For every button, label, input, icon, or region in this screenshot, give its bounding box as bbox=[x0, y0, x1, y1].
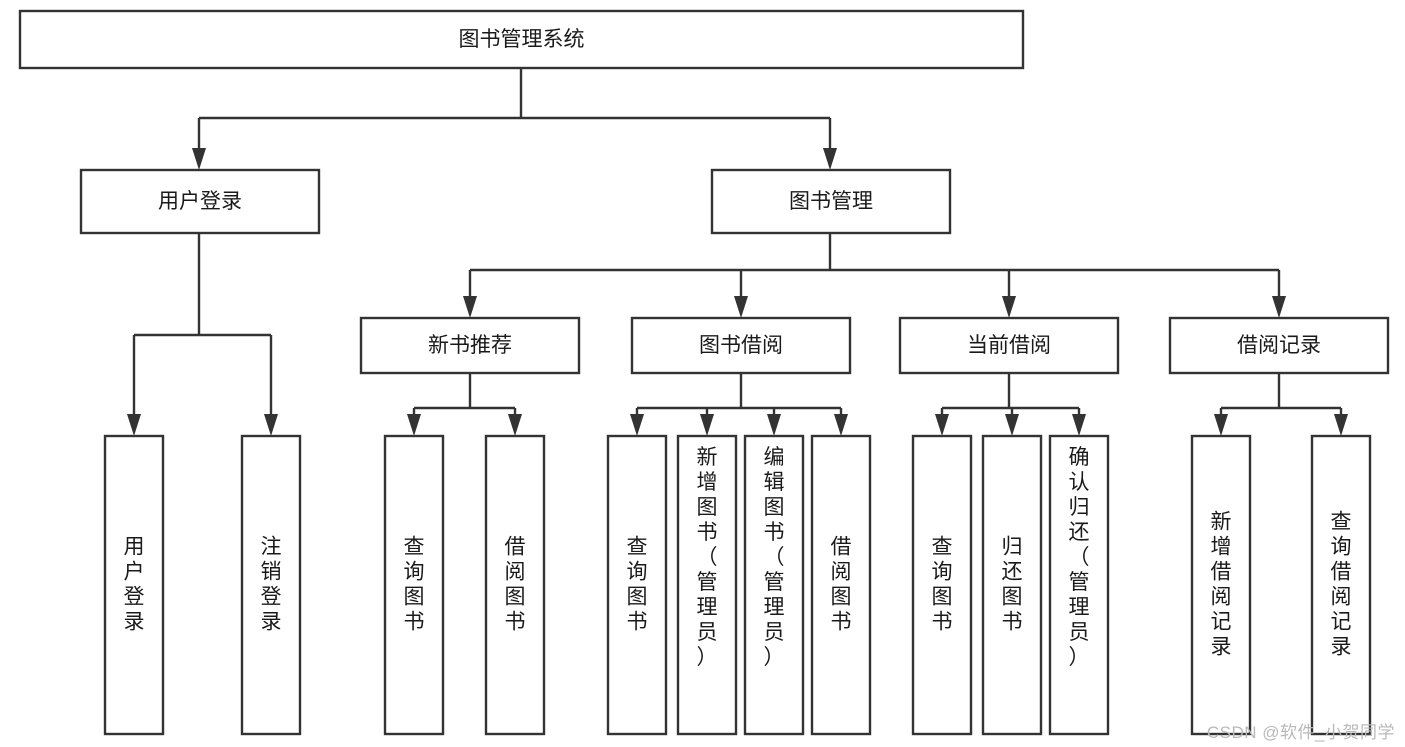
node-box-leaf-borrow-book-2[interactable] bbox=[810, 434, 872, 736]
connectors-layer bbox=[127, 68, 1348, 436]
level2-drop-2-arrowhead-icon bbox=[1002, 296, 1016, 318]
borrow-record-drop-0-arrowhead-icon bbox=[1214, 414, 1228, 436]
node-box-leaf-logout-login[interactable] bbox=[240, 434, 302, 736]
node-leaf-add-book-admin[interactable]: 新增图书（管理员） bbox=[676, 434, 738, 736]
node-label-book-management: 图书管理 bbox=[789, 190, 873, 213]
current-borrow-drop-2-arrowhead-icon bbox=[1072, 414, 1086, 436]
node-label-leaf-query-book-2: 查询图书 bbox=[627, 535, 648, 633]
node-label-leaf-confirm-return-admin: 确认归还（管理员） bbox=[1069, 446, 1090, 669]
node-box-borrow-record[interactable] bbox=[1168, 316, 1390, 375]
node-leaf-borrow-book-2[interactable]: 借阅图书 bbox=[810, 434, 872, 736]
book-borrow-drop-0-arrowhead-icon bbox=[630, 414, 644, 436]
node-label-leaf-add-book-admin: 新增图书（管理员） bbox=[697, 446, 718, 669]
level2-drop-3-arrowhead-icon bbox=[1272, 296, 1286, 318]
node-label-current-borrow: 当前借阅 bbox=[967, 334, 1051, 357]
level1-drop-1-arrowhead-icon bbox=[823, 148, 837, 170]
node-leaf-user-login[interactable]: 用户登录 bbox=[103, 434, 165, 736]
node-leaf-logout-login[interactable]: 注销登录 bbox=[240, 434, 302, 736]
level2-drop-0-arrowhead-icon bbox=[463, 296, 477, 318]
node-leaf-edit-book-admin[interactable]: 编辑图书（管理员） bbox=[743, 434, 805, 736]
new-book-recommend-drop-1-arrowhead-icon bbox=[508, 414, 522, 436]
node-box-leaf-confirm-return-admin[interactable] bbox=[1048, 434, 1110, 736]
node-leaf-borrow-book-1[interactable]: 借阅图书 bbox=[484, 434, 546, 736]
user-login-drop-1-arrowhead-icon bbox=[264, 414, 278, 436]
node-label-new-book-recommend: 新书推荐 bbox=[428, 334, 512, 357]
node-new-book-recommend[interactable]: 新书推荐 bbox=[359, 316, 581, 375]
node-box-leaf-edit-book-admin[interactable] bbox=[743, 434, 805, 736]
node-borrow-record[interactable]: 借阅记录 bbox=[1168, 316, 1390, 375]
node-leaf-confirm-return-admin[interactable]: 确认归还（管理员） bbox=[1048, 434, 1110, 736]
node-box-leaf-query-borrow-record[interactable] bbox=[1310, 434, 1372, 736]
node-leaf-query-borrow-record[interactable]: 查询借阅记录 bbox=[1310, 434, 1372, 736]
node-label-leaf-query-book-3: 查询图书 bbox=[932, 535, 953, 633]
node-label-user-login: 用户登录 bbox=[158, 190, 242, 213]
node-leaf-return-book[interactable]: 归还图书 bbox=[981, 434, 1043, 736]
user-login-drop-0-arrowhead-icon bbox=[127, 414, 141, 436]
node-box-leaf-user-login[interactable] bbox=[103, 434, 165, 736]
level2-drop-1-arrowhead-icon bbox=[734, 296, 748, 318]
node-box-new-book-recommend[interactable] bbox=[359, 316, 581, 375]
node-label-root: 图书管理系统 bbox=[459, 28, 585, 51]
node-label-leaf-borrow-book-2: 借阅图书 bbox=[831, 535, 852, 633]
node-label-leaf-add-borrow-record: 新增借阅记录 bbox=[1211, 510, 1232, 658]
node-box-leaf-borrow-book-1[interactable] bbox=[484, 434, 546, 736]
node-label-leaf-user-login: 用户登录 bbox=[124, 535, 145, 633]
current-borrow-drop-1-arrowhead-icon bbox=[1005, 414, 1019, 436]
node-label-leaf-return-book: 归还图书 bbox=[1002, 535, 1023, 633]
book-borrow-drop-1-arrowhead-icon bbox=[700, 414, 714, 436]
node-label-leaf-logout-login: 注销登录 bbox=[261, 535, 282, 633]
node-label-book-borrow: 图书借阅 bbox=[699, 334, 783, 357]
current-borrow-drop-0-arrowhead-icon bbox=[935, 414, 949, 436]
node-label-leaf-query-borrow-record: 查询借阅记录 bbox=[1331, 510, 1352, 658]
nodes-layer: 图书管理系统用户登录图书管理新书推荐图书借阅当前借阅借阅记录用户登录注销登录查询… bbox=[18, 9, 1390, 736]
node-box-book-borrow[interactable] bbox=[630, 316, 852, 375]
node-box-leaf-query-book-1[interactable] bbox=[383, 434, 445, 736]
node-box-current-borrow[interactable] bbox=[898, 316, 1120, 375]
node-label-leaf-borrow-book-1: 借阅图书 bbox=[505, 535, 526, 633]
node-label-leaf-query-book-1: 查询图书 bbox=[404, 535, 425, 633]
node-user-login[interactable]: 用户登录 bbox=[79, 168, 321, 235]
node-box-root[interactable] bbox=[18, 9, 1025, 70]
book-borrow-drop-3-arrowhead-icon bbox=[834, 414, 848, 436]
node-box-leaf-add-book-admin[interactable] bbox=[676, 434, 738, 736]
node-box-leaf-query-book-2[interactable] bbox=[606, 434, 668, 736]
node-label-leaf-edit-book-admin: 编辑图书（管理员） bbox=[764, 446, 785, 669]
new-book-recommend-drop-0-arrowhead-icon bbox=[407, 414, 421, 436]
node-book-management[interactable]: 图书管理 bbox=[710, 168, 952, 235]
node-box-book-management[interactable] bbox=[710, 168, 952, 235]
node-book-borrow[interactable]: 图书借阅 bbox=[630, 316, 852, 375]
book-borrow-drop-2-arrowhead-icon bbox=[767, 414, 781, 436]
node-leaf-query-book-3[interactable]: 查询图书 bbox=[911, 434, 973, 736]
node-label-borrow-record: 借阅记录 bbox=[1237, 334, 1321, 357]
node-root[interactable]: 图书管理系统 bbox=[18, 9, 1025, 70]
node-box-user-login[interactable] bbox=[79, 168, 321, 235]
node-leaf-add-borrow-record[interactable]: 新增借阅记录 bbox=[1190, 434, 1252, 736]
borrow-record-drop-1-arrowhead-icon bbox=[1334, 414, 1348, 436]
node-leaf-query-book-2[interactable]: 查询图书 bbox=[606, 434, 668, 736]
node-current-borrow[interactable]: 当前借阅 bbox=[898, 316, 1120, 375]
level1-drop-0-arrowhead-icon bbox=[192, 148, 206, 170]
node-box-leaf-add-borrow-record[interactable] bbox=[1190, 434, 1252, 736]
node-box-leaf-return-book[interactable] bbox=[981, 434, 1043, 736]
node-leaf-query-book-1[interactable]: 查询图书 bbox=[383, 434, 445, 736]
node-box-leaf-query-book-3[interactable] bbox=[911, 434, 973, 736]
